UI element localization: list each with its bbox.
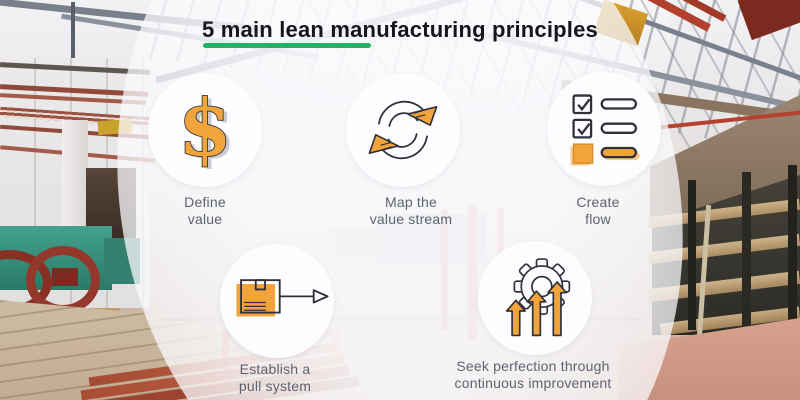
dollar-sign-icon: $ $	[177, 88, 236, 172]
checklist-icon	[570, 94, 640, 166]
principle-label-seek-perfection: Seek perfection through continuous impro…	[454, 358, 612, 391]
svg-text:$: $	[182, 88, 236, 172]
principle-badge-seek-perfection	[478, 241, 592, 355]
principle-label-establish-pull-system: Establish a pull system	[238, 361, 312, 394]
title-underline	[203, 43, 371, 48]
page-title: 5 main lean manufacturing principles	[202, 17, 598, 42]
principle-badge-map-value-stream	[346, 73, 460, 187]
package-arrow-icon	[236, 279, 329, 317]
principle-badge-establish-pull-system	[220, 244, 334, 358]
principle-badge-create-flow	[547, 72, 661, 186]
principle-label-map-value-stream: Map the value stream	[369, 194, 453, 227]
principle-label-create-flow: Create flow	[576, 194, 620, 227]
svg-text:$: $	[178, 88, 232, 172]
principle-label-define-value: Define value	[184, 194, 226, 227]
gear-up-arrows-icon	[505, 258, 571, 337]
cycle-arrows-icon	[368, 100, 438, 160]
principle-badge-define-value: $ $	[148, 73, 262, 187]
